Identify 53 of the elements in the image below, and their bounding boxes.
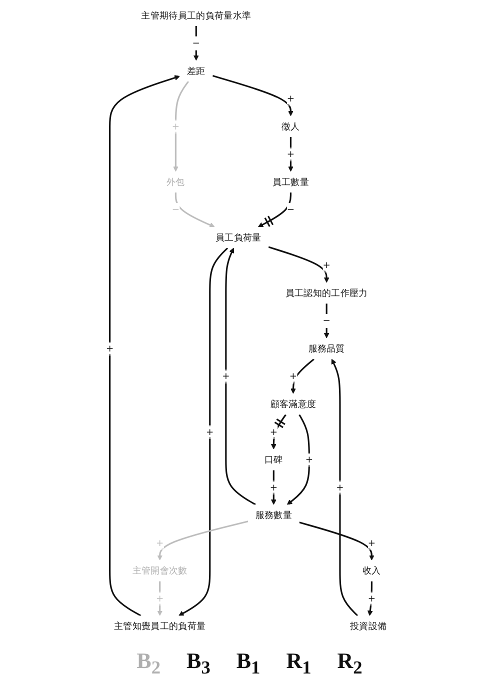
node-text: 差距 (186, 65, 205, 76)
loop-label: B$_{1}$ (236, 648, 260, 678)
loop-label: B$_{3}$ (186, 648, 210, 678)
arrow (174, 192, 214, 228)
edge-label: + (269, 426, 278, 438)
edge-label: + (367, 537, 376, 548)
node-text: 收入 (362, 565, 380, 576)
edge-label: + (286, 93, 294, 104)
arrow (286, 414, 310, 505)
edge-label: + (269, 482, 278, 493)
node-text: 服務數量 (254, 510, 292, 520)
arrow (330, 358, 358, 616)
arrow (178, 247, 228, 616)
node-text: 口碑 (264, 454, 282, 465)
node-text: 外包 (166, 176, 184, 188)
arrow (298, 522, 374, 560)
edge-label: + (367, 592, 376, 604)
loop-label: R$_{1}$ (286, 648, 312, 678)
loop-label: B$_{2}$ (136, 648, 160, 678)
arrow (270, 414, 286, 450)
node-text: 主管開會次數 (132, 565, 187, 576)
edge-label: + (206, 426, 214, 438)
edge-label: − (171, 204, 180, 216)
node-text: 員工負荷量 (215, 232, 261, 243)
arrow (212, 75, 293, 116)
loop-label: R$_{2}$ (337, 648, 362, 678)
edge-label: + (106, 342, 114, 354)
node-text: 服務品質 (308, 342, 344, 354)
edge-label: + (156, 592, 164, 604)
arrow (224, 248, 256, 506)
edge-label: + (171, 120, 180, 132)
edge-label: + (156, 537, 164, 548)
arrow (290, 358, 314, 394)
edge-label: + (286, 148, 294, 160)
node-text: 顧客滿意度 (270, 398, 316, 410)
node-text: 主管知覺員工的負荷量 (114, 620, 206, 632)
node-text: 員工認知的工作壓力 (284, 287, 368, 298)
arrow (258, 192, 292, 228)
edge-label: − (286, 204, 294, 216)
arrow (193, 26, 198, 61)
node-text: 員工數量 (272, 176, 309, 188)
edge-label: + (322, 260, 330, 271)
edge-label: − (192, 38, 200, 49)
arrow (323, 304, 329, 338)
edge-label: + (336, 482, 344, 493)
edge-label: + (222, 370, 230, 382)
node-text: 投資設備 (350, 620, 386, 632)
edge-label: − (322, 315, 330, 326)
node-text: 徵人 (281, 120, 300, 132)
node-text: 主管期待員工的負荷量水準 (140, 10, 251, 21)
edge-label: + (304, 454, 313, 465)
arrow (172, 81, 189, 172)
edge-label: + (288, 370, 297, 382)
